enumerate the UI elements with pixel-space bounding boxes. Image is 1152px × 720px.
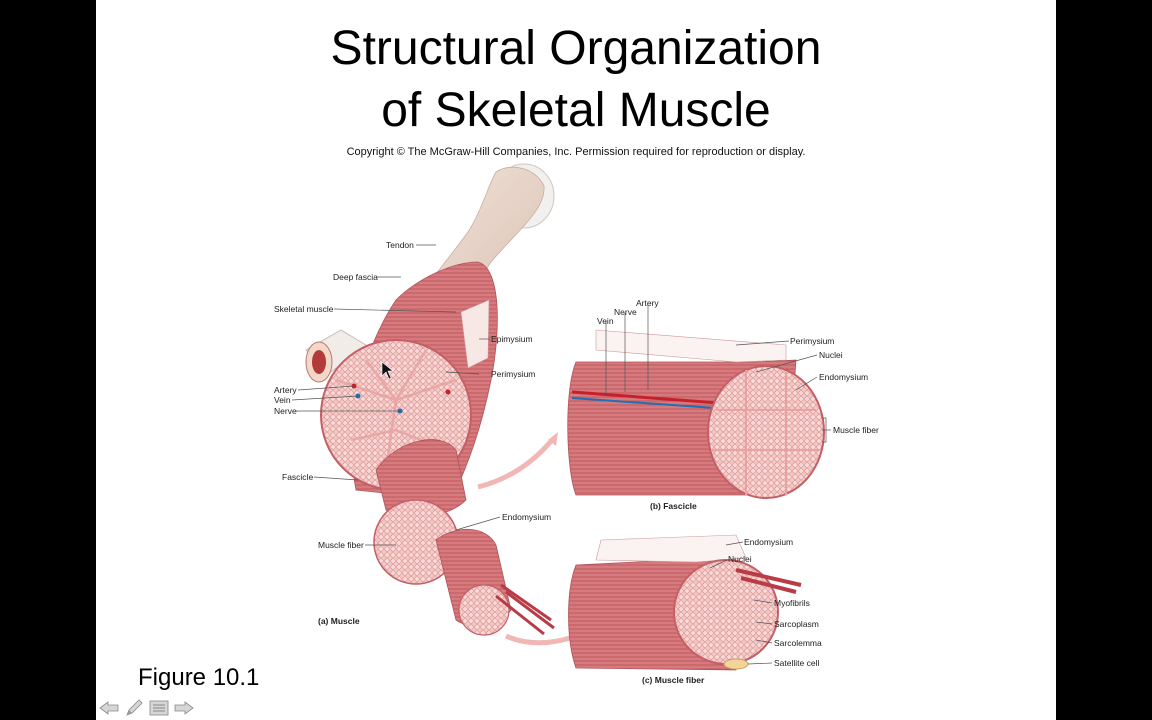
label-perimysium: Perimysium (491, 369, 535, 379)
perimysium-wrap (595, 329, 787, 363)
label-tendon: Tendon (386, 240, 414, 250)
label-nerve: Nerve (274, 406, 297, 416)
endomysium-sheet (595, 534, 747, 563)
label-artery: Artery (274, 385, 297, 395)
artery-dot-2 (445, 389, 451, 395)
label-b-muscle-fiber: Muscle fiber (833, 425, 879, 435)
label-c-sarcoplasm: Sarcoplasm (774, 619, 819, 629)
pencil-icon[interactable] (123, 698, 145, 718)
label-panel-a: (a) Muscle (318, 616, 360, 626)
slide-title: Structural Organization of Skeletal Musc… (96, 18, 1056, 142)
fascicle-end (707, 365, 825, 499)
label-endomysium: Endomysium (502, 512, 551, 522)
menu-icon[interactable] (148, 698, 170, 718)
figure-caption: Figure 10.1 (138, 664, 260, 691)
bone-shaft (305, 329, 367, 383)
endomysium-septa (711, 370, 821, 495)
label-b-nerve: Nerve (614, 307, 637, 317)
label-c-endomysium: Endomysium (744, 537, 793, 547)
epimysium-sheet (460, 299, 490, 369)
arrow-to-fascicle (477, 438, 554, 490)
myofibril-strands (495, 583, 555, 636)
label-c-satellite-cell: Satellite cell (774, 658, 819, 668)
label-fascicle: Fascicle (282, 472, 313, 482)
mouse-cursor-icon (381, 361, 394, 380)
label-c-myofibrils: Myofibrils (774, 598, 810, 608)
fiber-cross-section (458, 584, 510, 636)
label-b-artery: Artery (636, 298, 659, 308)
label-epimysium: Epimysium (491, 334, 533, 344)
label-muscle-fiber: Muscle fiber (318, 540, 364, 550)
protruding-myofibrils (735, 568, 802, 594)
satellite-cell (723, 658, 749, 670)
leader-lines (291, 244, 831, 665)
label-b-endomysium: Endomysium (819, 372, 868, 382)
label-c-sarcolemma: Sarcolemma (774, 638, 822, 648)
label-b-nuclei: Nuclei (819, 350, 843, 360)
label-panel-b: (b) Fascicle (650, 501, 697, 511)
arrow-to-fiber (504, 633, 577, 646)
panel-c-muscle-fiber (568, 534, 802, 671)
panel-a-muscle (305, 163, 584, 646)
arrow-right-icon[interactable] (173, 698, 195, 718)
title-line-2: of Skeletal Muscle (381, 84, 771, 137)
label-c-nuclei: Nuclei (728, 554, 752, 564)
label-b-perimysium: Perimysium (790, 336, 834, 346)
title-line-1: Structural Organization (330, 22, 822, 75)
arrow-left-icon[interactable] (98, 698, 120, 718)
panel-b-fascicle (567, 329, 825, 499)
label-panel-c: (c) Muscle fiber (642, 675, 705, 685)
label-vein: Vein (274, 395, 291, 405)
label-deep-fascia: Deep fascia (333, 272, 378, 282)
label-skeletal-muscle: Skeletal muscle (274, 304, 334, 314)
label-b-vein: Vein (597, 316, 614, 326)
muscle-diagram: Tendon Deep fascia Skeletal muscle Epimy… (274, 163, 879, 685)
slide-navigation (98, 698, 195, 718)
copyright-notice: Copyright © The McGraw-Hill Companies, I… (346, 146, 806, 158)
slide: Structural Organization of Skeletal Musc… (96, 0, 1056, 720)
